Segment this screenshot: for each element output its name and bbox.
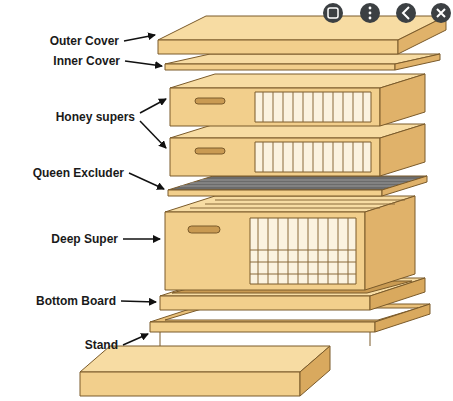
part-label: Honey supers: [56, 110, 135, 124]
inner-cover: [165, 54, 440, 70]
part-label: Deep Super: [51, 232, 118, 246]
honey-super: [170, 124, 425, 176]
part-label: Queen Excluder: [33, 166, 124, 180]
honey-super: [170, 74, 425, 126]
queen-excluder: [168, 176, 427, 196]
deep-super: [165, 196, 415, 290]
part-label: Inner Cover: [53, 54, 120, 68]
leader-arrows: [121, 35, 166, 345]
part-label: Outer Cover: [50, 34, 119, 48]
stand: [80, 304, 430, 396]
part-label: Stand: [85, 338, 118, 352]
viewer-icons: [323, 3, 451, 23]
part-label: Bottom Board: [36, 294, 116, 308]
